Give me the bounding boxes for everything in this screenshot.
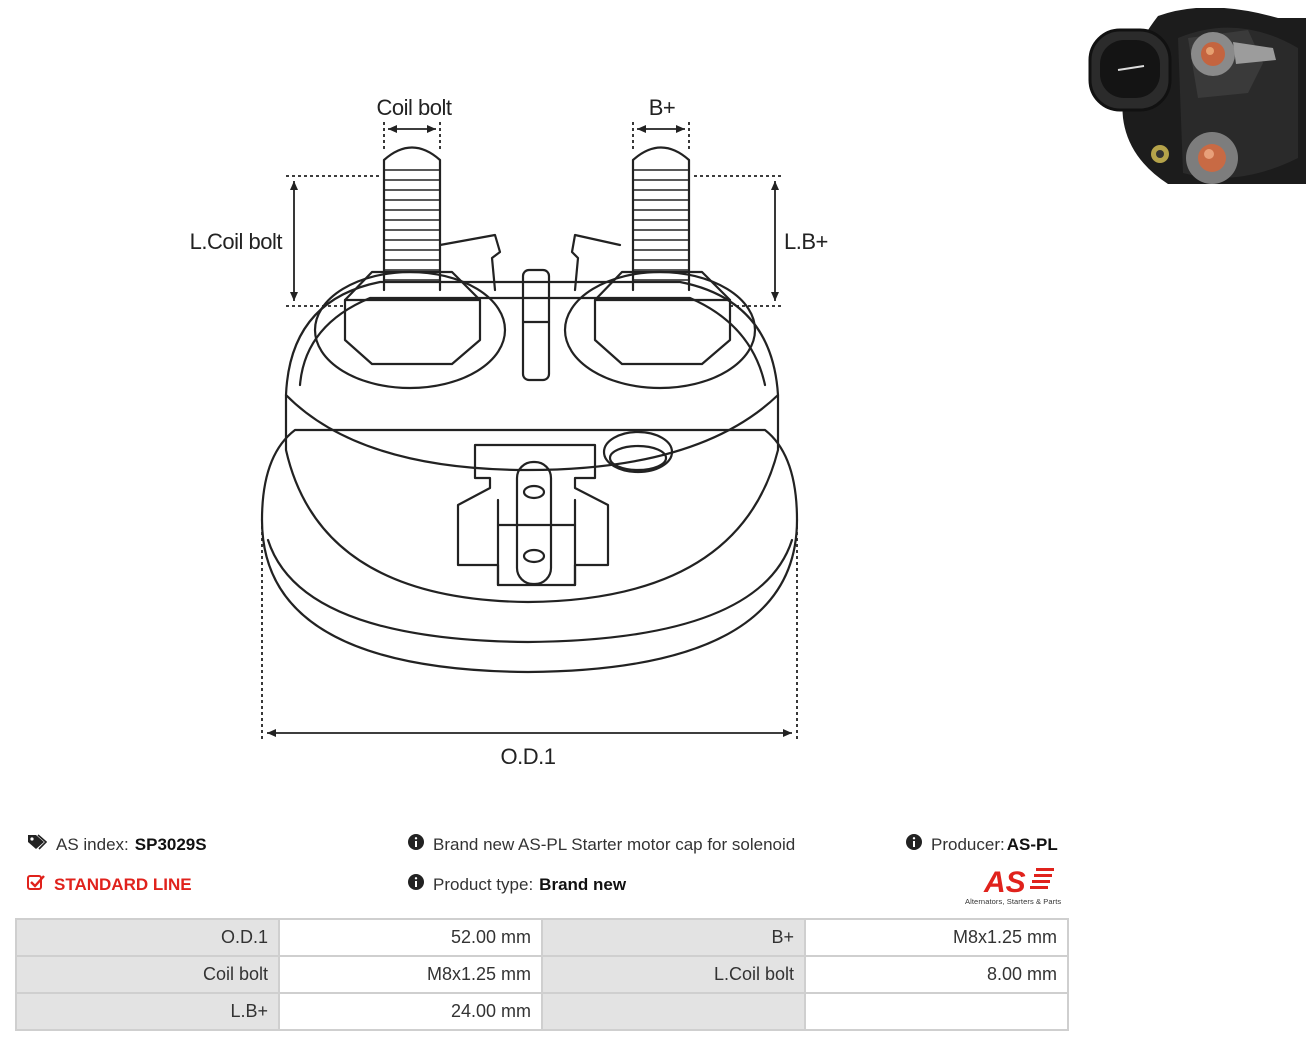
spec-key: L.B+ [15, 992, 280, 1031]
product-info: AS index: SP3029S STANDARD LINE Brand ne… [0, 820, 1316, 910]
info-circle-icon [408, 834, 424, 855]
spec-value [804, 992, 1069, 1031]
product-type-label: Product type: [433, 874, 534, 894]
spec-key: L.Coil bolt [541, 955, 806, 994]
spec-key: O.D.1 [15, 918, 280, 957]
dim-label-b-plus: B+ [649, 95, 676, 120]
spec-key [541, 992, 806, 1031]
info-circle-icon [906, 834, 922, 855]
standard-line-label: STANDARD LINE [54, 874, 192, 894]
as-index-value: SP3029S [134, 834, 207, 854]
specs-table: O.D.1 52.00 mm B+ M8x1.25 mm Coil bolt M… [15, 918, 1069, 1031]
checkbox-icon [27, 874, 45, 895]
producer: Producer: AS-PL [906, 834, 1058, 855]
spec-value: 8.00 mm [804, 955, 1069, 994]
description: Brand new AS-PL Starter motor cap for so… [408, 834, 795, 855]
spec-key: B+ [541, 918, 806, 957]
product-type: Product type: Brand new [408, 874, 626, 895]
spec-value: M8x1.25 mm [804, 918, 1069, 957]
product-type-value: Brand new [539, 874, 627, 894]
description-text: Brand new AS-PL Starter motor cap for so… [433, 834, 796, 854]
as-logo: AS [983, 866, 1054, 899]
dim-label-coil-bolt: Coil bolt [377, 95, 452, 120]
as-index: AS index: SP3029S [27, 834, 207, 855]
dim-label-l-b-plus: L.B+ [784, 229, 828, 254]
dim-label-od1: O.D.1 [501, 744, 556, 769]
standard-line: STANDARD LINE [27, 874, 192, 895]
technical-drawing: Coil bolt B+ L.Coil bolt L.B+ O.D.1 [190, 95, 829, 769]
producer-value: AS-PL [1006, 834, 1058, 854]
as-index-label: AS index: [56, 834, 129, 854]
spec-value: 52.00 mm [278, 918, 543, 957]
spec-value: 24.00 mm [278, 992, 543, 1031]
spec-value: M8x1.25 mm [278, 955, 543, 994]
spec-key: Coil bolt [15, 955, 280, 994]
product-photo [1088, 8, 1306, 184]
info-circle-icon [408, 874, 424, 895]
logo-subtext: Alternators, Starters & Parts [965, 897, 1062, 906]
producer-label: Producer: [931, 834, 1005, 854]
dim-label-l-coil-bolt: L.Coil bolt [190, 229, 283, 254]
svg-text:AS: AS [983, 866, 1026, 899]
tags-icon [27, 834, 48, 855]
table-row: L.B+ 24.00 mm [15, 992, 1069, 1031]
table-row: O.D.1 52.00 mm B+ M8x1.25 mm [15, 918, 1069, 957]
table-row: Coil bolt M8x1.25 mm L.Coil bolt 8.00 mm [15, 955, 1069, 994]
